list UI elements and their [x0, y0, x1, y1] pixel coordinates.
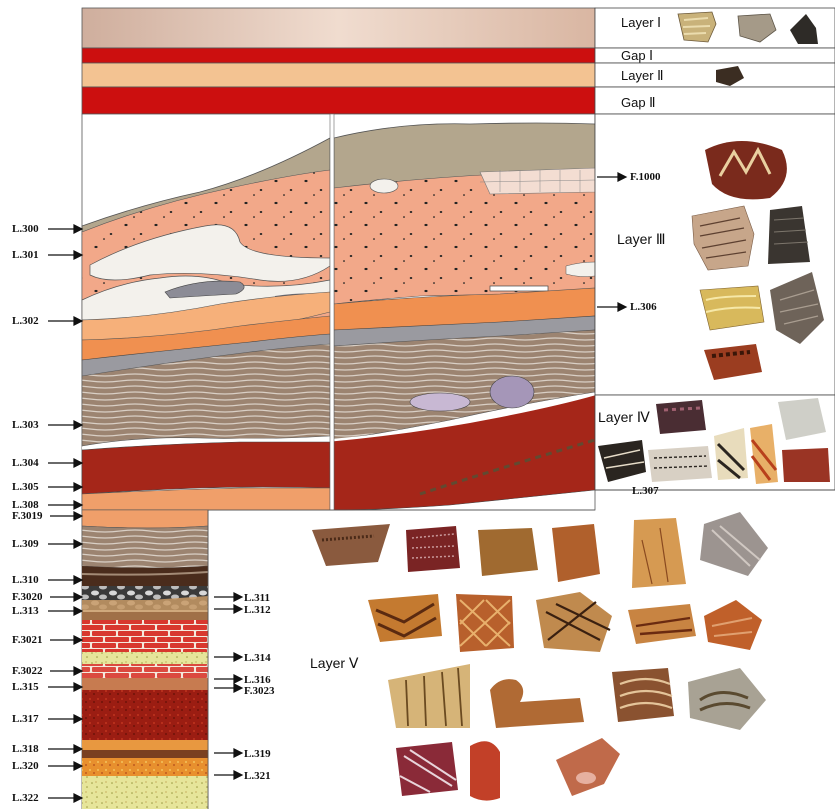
layer5-label: Layer Ⅴ — [310, 655, 359, 671]
sherd-image — [656, 400, 706, 434]
sherd-image — [648, 446, 712, 482]
label-l315: L.315 — [12, 681, 39, 693]
l306-label: L.306 — [630, 301, 657, 313]
label-l304: L.304 — [12, 457, 39, 469]
label-l317: L.317 — [12, 713, 39, 725]
label-l320: L.320 — [12, 760, 39, 772]
label-l321: L.321 — [244, 770, 271, 782]
gap2-label: Gap Ⅱ — [621, 95, 656, 110]
label-l309: L.309 — [12, 538, 39, 550]
sherd-image — [406, 526, 460, 572]
label-l301: L.301 — [12, 249, 39, 261]
label-f3019: F.3019 — [12, 510, 43, 522]
sherd-image — [490, 679, 584, 728]
label-l312: L.312 — [244, 604, 271, 616]
label-f3020: F.3020 — [12, 591, 43, 603]
layer2-band — [82, 63, 595, 87]
f1000-label: F.1000 — [630, 171, 661, 183]
gap2-band — [82, 87, 595, 114]
main-section — [82, 114, 595, 510]
layer5-sherds — [312, 512, 768, 801]
top-bands — [82, 8, 595, 114]
layer3-label: Layer Ⅲ — [617, 231, 666, 247]
layer4-label: Layer Ⅳ — [598, 409, 650, 425]
sherd-image — [628, 604, 696, 644]
left-labels: L.300 L.301 L.302 L.303 L.304 L.305 L.30… — [12, 223, 43, 804]
label-l311: L.311 — [244, 592, 270, 604]
section-right-half — [334, 123, 595, 510]
layer1-label: Layer Ⅰ — [621, 15, 661, 30]
label-l305: L.305 — [12, 481, 39, 493]
sherd-image — [312, 524, 390, 566]
label-l314: L.314 — [244, 652, 271, 664]
sherd-image — [632, 518, 686, 588]
sherd-image — [556, 738, 620, 796]
layer2-label: Layer Ⅱ — [621, 68, 664, 83]
sherd-image — [478, 528, 538, 576]
label-l303: L.303 — [12, 419, 39, 431]
sherd-image — [700, 512, 768, 576]
gap1-band — [82, 48, 595, 63]
label-l302: L.302 — [12, 315, 39, 327]
gap1-label: Gap Ⅰ — [621, 48, 653, 63]
right-labels: L.311 L.312 L.314 L.316 F.3023 L.319 L.3… — [244, 592, 275, 782]
l307-label: L.307 — [632, 485, 659, 497]
label-l310: L.310 — [12, 574, 39, 586]
label-f3022: F.3022 — [12, 665, 43, 677]
label-l313: L.313 — [12, 605, 39, 617]
label-l300: L.300 — [12, 223, 39, 235]
label-f3021: F.3021 — [12, 634, 42, 646]
sherd-image — [536, 592, 612, 652]
label-f3023: F.3023 — [244, 685, 275, 697]
label-l318: L.318 — [12, 743, 39, 755]
label-l319: L.319 — [244, 748, 271, 760]
section-divider — [330, 114, 334, 510]
sherd-image — [470, 741, 500, 800]
sherd-image — [782, 448, 830, 482]
left-arrows — [48, 225, 82, 802]
sherd-image — [396, 742, 458, 796]
sherd-image — [552, 524, 600, 582]
layer1-band — [82, 8, 595, 48]
label-l322: L.322 — [12, 792, 39, 804]
